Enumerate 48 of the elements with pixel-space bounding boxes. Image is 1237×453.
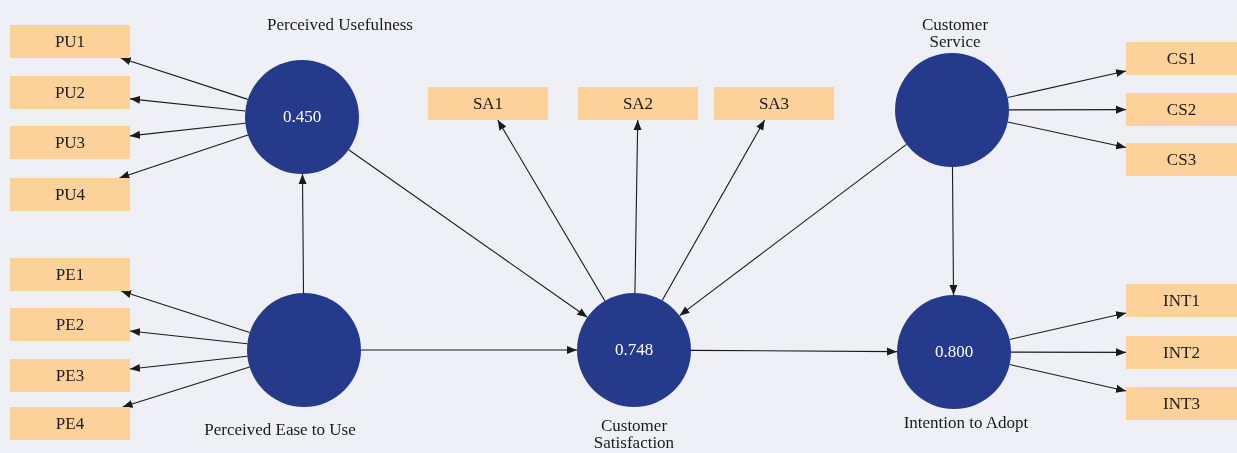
arrow: [1008, 105, 1127, 114]
arrow: [122, 366, 251, 408]
arrow: [949, 166, 958, 296]
indicator-box: PE2: [10, 308, 130, 341]
arrow: [1007, 121, 1127, 150]
construct-label: Customer Service: [920, 16, 990, 50]
indicator-box: PU4: [10, 178, 130, 211]
construct-label: Intention to Adopt: [902, 414, 1030, 431]
arrow: [129, 355, 248, 372]
construct-label: Perceived Usefulness: [266, 16, 414, 33]
construct-label: Perceived Ease to Use: [203, 421, 357, 438]
indicator-box: CS2: [1126, 93, 1237, 126]
arrow: [678, 143, 908, 317]
arrow: [1007, 69, 1127, 99]
arrow: [497, 119, 606, 302]
arrow: [1010, 348, 1127, 357]
arrow: [120, 57, 249, 100]
arrow: [1009, 311, 1127, 340]
indicator-box: SA1: [428, 87, 548, 120]
arrow: [633, 119, 642, 294]
indicator-box: SA3: [714, 87, 834, 120]
r-squared-value: 0.748: [614, 340, 654, 360]
arrow: [1009, 364, 1127, 393]
r-squared-value: 0.800: [934, 342, 974, 362]
arrow: [118, 134, 249, 179]
indicator-box: CS1: [1126, 42, 1237, 75]
r-squared-value: 0.450: [282, 107, 322, 127]
arrow: [298, 173, 307, 294]
indicator-box: PE1: [10, 258, 130, 291]
indicator-box: PU2: [10, 76, 130, 109]
indicator-box: PU1: [10, 25, 130, 58]
indicator-box: PE4: [10, 407, 130, 440]
arrow: [129, 122, 246, 139]
indicator-box: PU3: [10, 126, 130, 159]
arrow: [661, 119, 766, 301]
arrow: [348, 149, 588, 318]
indicator-box: INT3: [1126, 387, 1237, 420]
indicator-box: INT2: [1126, 336, 1237, 369]
arrow: [690, 347, 898, 356]
construct-label: Customer Satisfaction: [592, 417, 676, 451]
indicator-box: SA2: [578, 87, 698, 120]
arrow: [120, 290, 251, 334]
arrow: [360, 346, 578, 354]
indicator-box: PE3: [10, 359, 130, 392]
indicator-box: CS3: [1126, 143, 1237, 176]
indicator-box: INT1: [1126, 284, 1237, 317]
arrow: [129, 328, 248, 345]
arrow: [129, 95, 246, 112]
